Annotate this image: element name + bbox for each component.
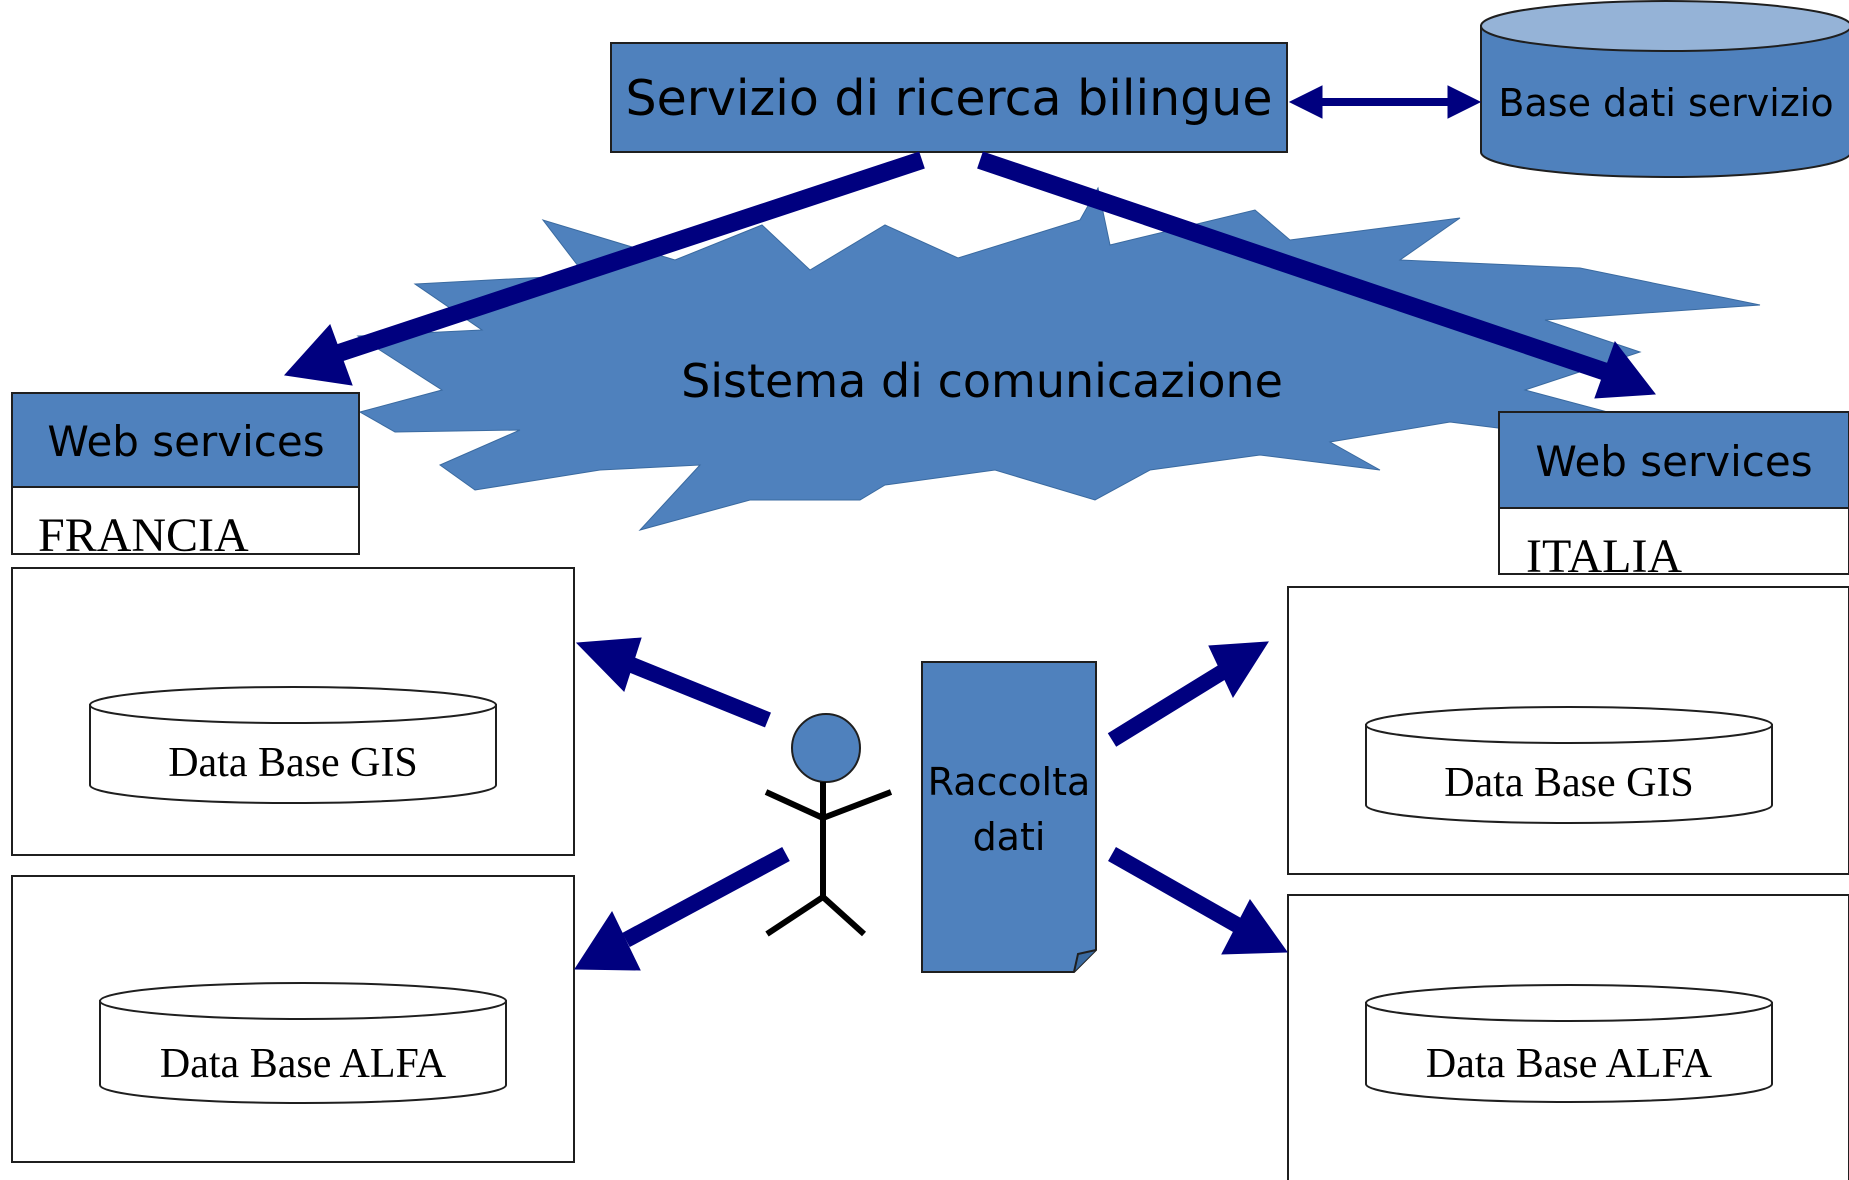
user-stick-figure-icon <box>764 713 893 937</box>
italy-alfa-label: Data Base ALFA <box>1426 1041 1713 1087</box>
france-alfa-panel: Data Base ALFA <box>11 875 575 1163</box>
arrow-data-to-italy-gis <box>1107 641 1269 747</box>
italy-alfa-database-icon <box>1365 984 1773 1103</box>
france-gis-label: Data Base GIS <box>168 740 418 786</box>
france-gis-database-icon <box>89 686 497 804</box>
search-service-label: Servizio di ricerca bilingue <box>626 70 1273 127</box>
italy-country-label: ITALIA <box>1526 530 1682 583</box>
italy-gis-label: Data Base GIS <box>1444 760 1694 806</box>
france-country-label: FRANCIA <box>38 509 249 562</box>
search-service-box: Servizio di ricerca bilingue <box>610 42 1288 153</box>
data-collection-line1: Raccolta <box>928 760 1091 804</box>
communication-system-label: Sistema di comunicazione <box>681 354 1283 408</box>
arrow-user-to-france-gis <box>575 637 771 728</box>
france-alfa-database-icon <box>99 982 507 1104</box>
service-database-label: Base dati servizio <box>1498 81 1833 125</box>
italy-web-services-label: Web services <box>1535 437 1812 486</box>
italy-alfa-panel: Data Base ALFA <box>1287 894 1849 1180</box>
service-database-icon: Base dati servizio <box>1480 0 1849 178</box>
italy-gis-database-icon <box>1365 706 1773 824</box>
france-gis-panel: Data Base GIS <box>11 567 575 856</box>
data-collection-line2: dati <box>973 815 1046 859</box>
arrow-data-to-italy-alfa <box>1108 847 1288 955</box>
italy-gis-panel: Data Base GIS <box>1287 586 1849 875</box>
arrow-to-france <box>284 151 925 386</box>
data-collection-document: Raccolta dati <box>921 661 1097 973</box>
france-alfa-label: Data Base ALFA <box>160 1041 447 1087</box>
arrow-user-to-france-alfa <box>574 846 790 971</box>
france-web-services-label: Web services <box>47 417 324 466</box>
arrow-to-italy <box>977 151 1656 399</box>
service-db-double-arrow <box>1288 85 1482 119</box>
italy-web-services-box: Web services ITALIA <box>1498 411 1849 583</box>
communication-system-cloud: Sistema di comunicazione <box>356 186 1761 531</box>
france-web-services-box: Web services FRANCIA <box>11 392 360 562</box>
